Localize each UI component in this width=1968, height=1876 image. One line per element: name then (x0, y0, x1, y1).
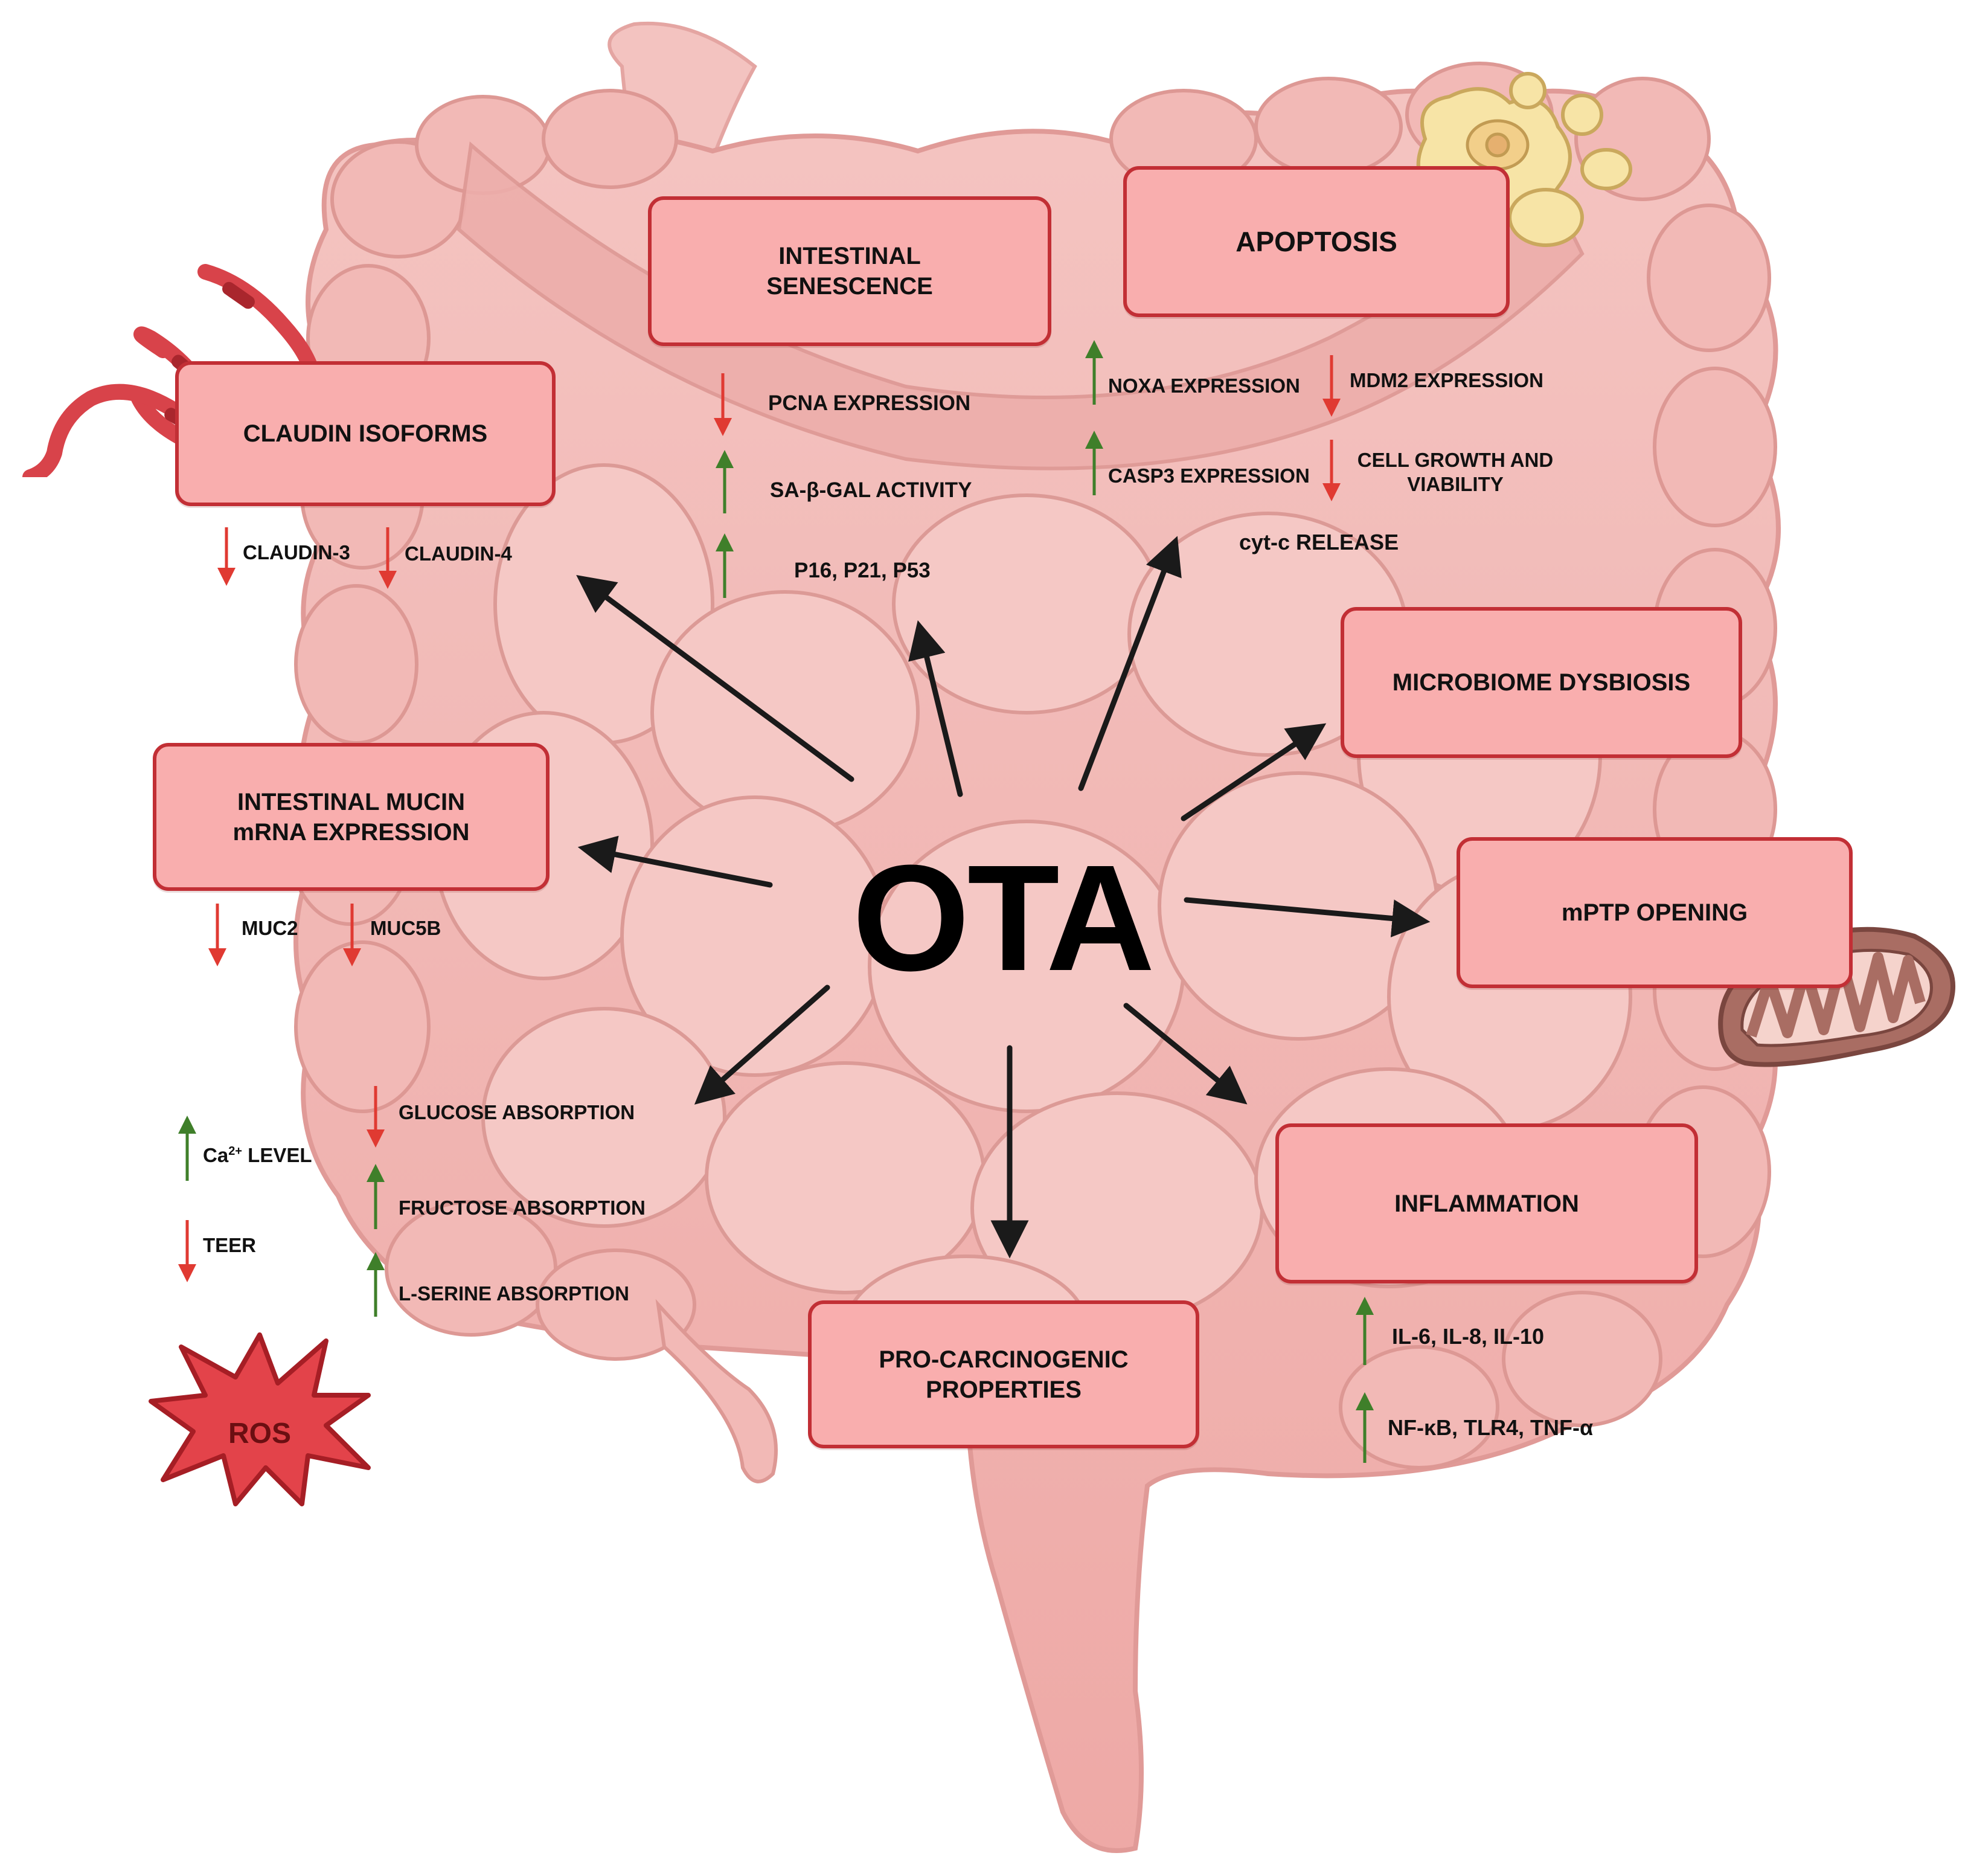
appendix (655, 1299, 778, 1483)
label-mdm2-expression: MDM2 EXPRESSION (1350, 369, 1543, 391)
transverse-colon (457, 141, 1585, 471)
arrow-to-mptp (1184, 897, 1431, 937)
label-fructose-absorption: FRUCTOSE ABSORPTION (399, 1197, 646, 1219)
arrow-to-inflammation (1123, 1003, 1248, 1105)
box-pro-carcinogenic: PRO-CARCINOGENIC PROPERTIES (808, 1300, 1199, 1448)
label-il-6-8-10: IL-6, IL-8, IL-10 (1392, 1324, 1545, 1349)
ota-center-label: OTA (852, 834, 1155, 1002)
label-l-serine-absorption: L-SERINE ABSORPTION (399, 1282, 629, 1305)
label-p16-p21-p53: P16, P21, P53 (794, 559, 931, 582)
box-mptp-opening: mPTP OPENING (1457, 837, 1853, 988)
label-muc2: MUC2 (242, 917, 298, 939)
arrow-to-mucin (577, 835, 773, 888)
label-claudin-3: CLAUDIN-3 (243, 541, 350, 564)
ros-starburst-icon (149, 1332, 371, 1506)
arrow-to-senescence (908, 620, 963, 797)
arrow-to-microbiome (1181, 723, 1327, 821)
label-ca-level: Ca2+ LEVEL (203, 1143, 312, 1168)
label-nfkb-tlr4-tnfa: NF-κB, TLR4, TNF-α (1388, 1415, 1594, 1440)
arrow-to-apoptosis (1078, 536, 1182, 791)
box-intestinal-mucin: INTESTINAL MUCIN mRNA EXPRESSION (153, 743, 550, 891)
label-ca-rest: LEVEL (242, 1144, 312, 1166)
label-pcna-expression: PCNA EXPRESSION (768, 391, 971, 415)
box-claudin-isoforms: CLAUDIN ISOFORMS (175, 361, 556, 506)
label-claudin-4: CLAUDIN-4 (405, 542, 512, 565)
label-noxa-expression: NOXA EXPRESSION (1108, 374, 1300, 397)
label-muc5b: MUC5B (370, 917, 441, 939)
label-cyt-c-release: cyt-c RELEASE (1239, 530, 1399, 554)
box-microbiome-dysbiosis: MICROBIOME DYSBIOSIS (1341, 607, 1742, 758)
ros-label: ROS (228, 1418, 291, 1450)
label-teer: TEER (203, 1234, 257, 1256)
box-intestinal-senescence: INTESTINAL SENESCENCE (648, 196, 1051, 346)
label-cell-growth: CELL GROWTH AND VIABILITY (1357, 449, 1554, 495)
box-apoptosis: APOPTOSIS (1123, 166, 1510, 317)
label-glucose-absorption: GLUCOSE ABSORPTION (399, 1101, 635, 1123)
arrow-to-absorption (694, 985, 830, 1105)
box-inflammation: INFLAMMATION (1275, 1123, 1698, 1283)
label-casp3-expression: CASP3 EXPRESSION (1108, 464, 1310, 487)
label-ca-base: Ca (203, 1144, 229, 1166)
arrow-to-claudin (576, 574, 854, 782)
label-sa-beta-gal: SA-β-GAL ACTIVITY (770, 478, 972, 502)
label-ca-sup: 2+ (228, 1145, 242, 1158)
